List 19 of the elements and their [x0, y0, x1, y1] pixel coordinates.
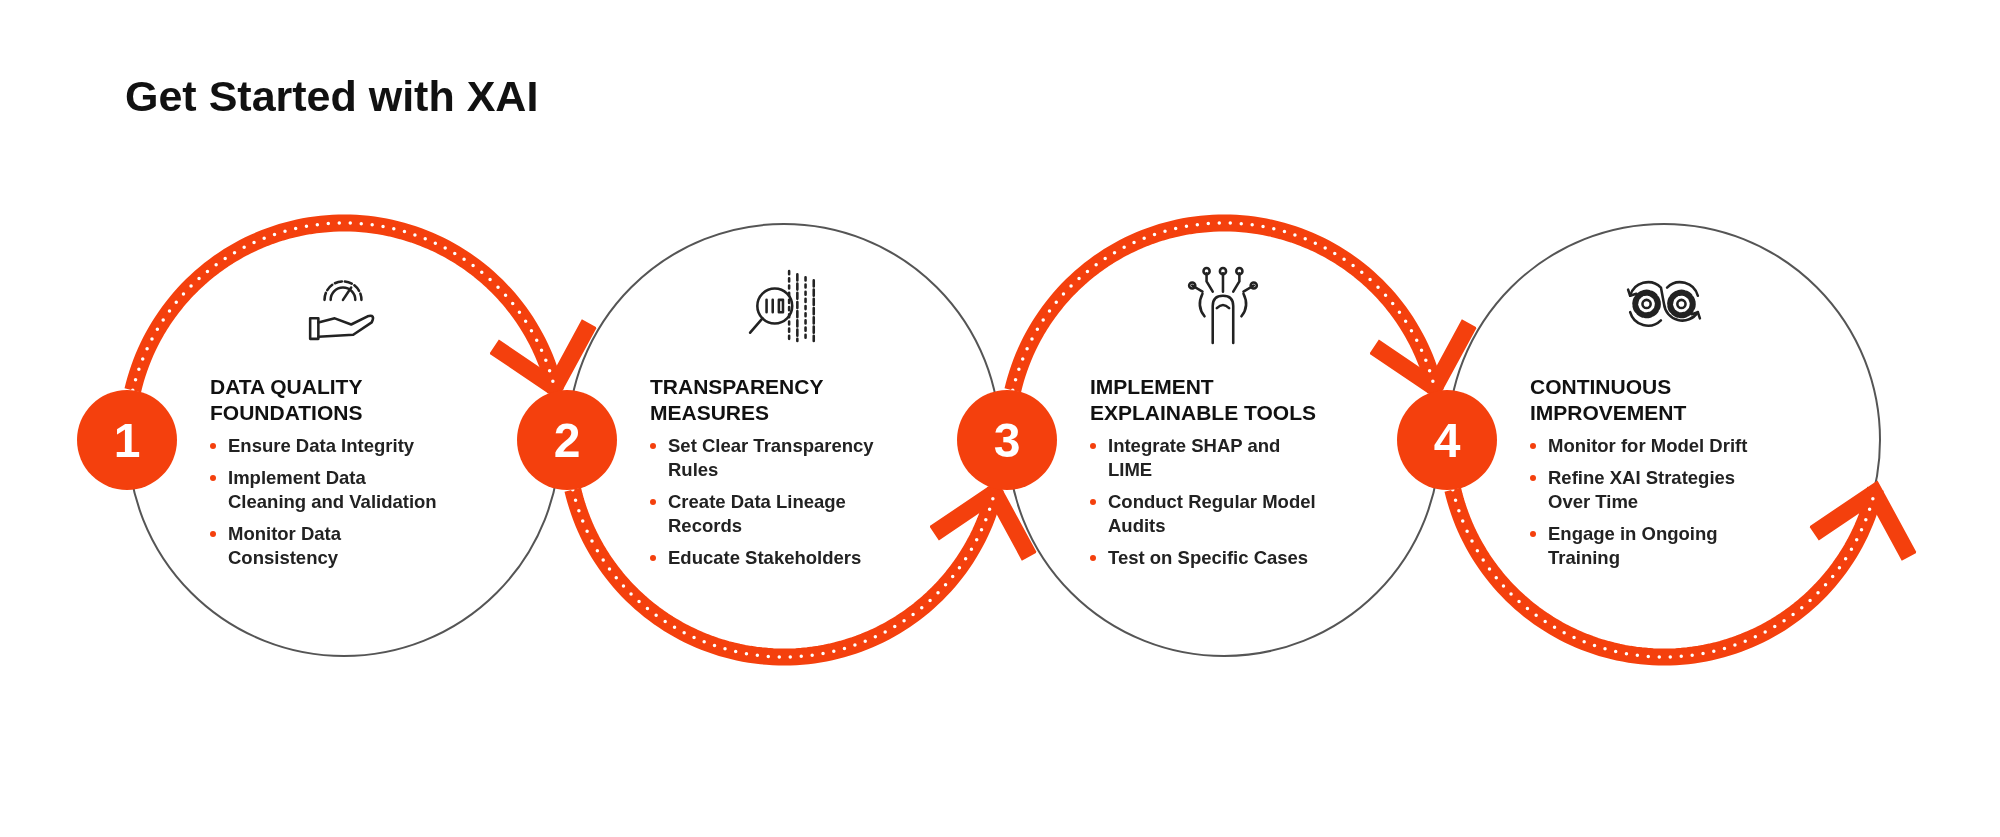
bullet-item: Test on Specific Cases [1090, 546, 1323, 570]
step-heading: CONTINUOUS IMPROVEMENT [1530, 374, 1688, 426]
bullet-item: Educate Stakeholders [650, 546, 883, 570]
step-heading: IMPLEMENT EXPLAINABLE TOOLS [1090, 374, 1317, 426]
bullet-item: Create Data Lineage Records [650, 490, 883, 538]
bullet-item: Monitor for Model Drift [1530, 434, 1763, 458]
step-number-badge: 4 [1397, 390, 1497, 490]
step-heading: DATA QUALITY FOUNDATIONS [210, 374, 364, 426]
bullet-item: Integrate SHAP and LIME [1090, 434, 1323, 482]
bullet-item: Monitor Data Consistency [210, 522, 443, 570]
bullet-item: Set Clear Transparency Rules [650, 434, 883, 482]
bullet-item: Conduct Regular Model Audits [1090, 490, 1323, 538]
step-heading: TRANSPARENCY MEASURES [650, 374, 825, 426]
step-number-badge: 1 [77, 390, 177, 490]
bullet-item: Ensure Data Integrity [210, 434, 443, 458]
step-number-badge: 2 [517, 390, 617, 490]
title: Get Started with XAI [125, 72, 539, 121]
bullet-item: Implement Data Cleaning and Validation [210, 466, 443, 514]
step-number-badge: 3 [957, 390, 1057, 490]
